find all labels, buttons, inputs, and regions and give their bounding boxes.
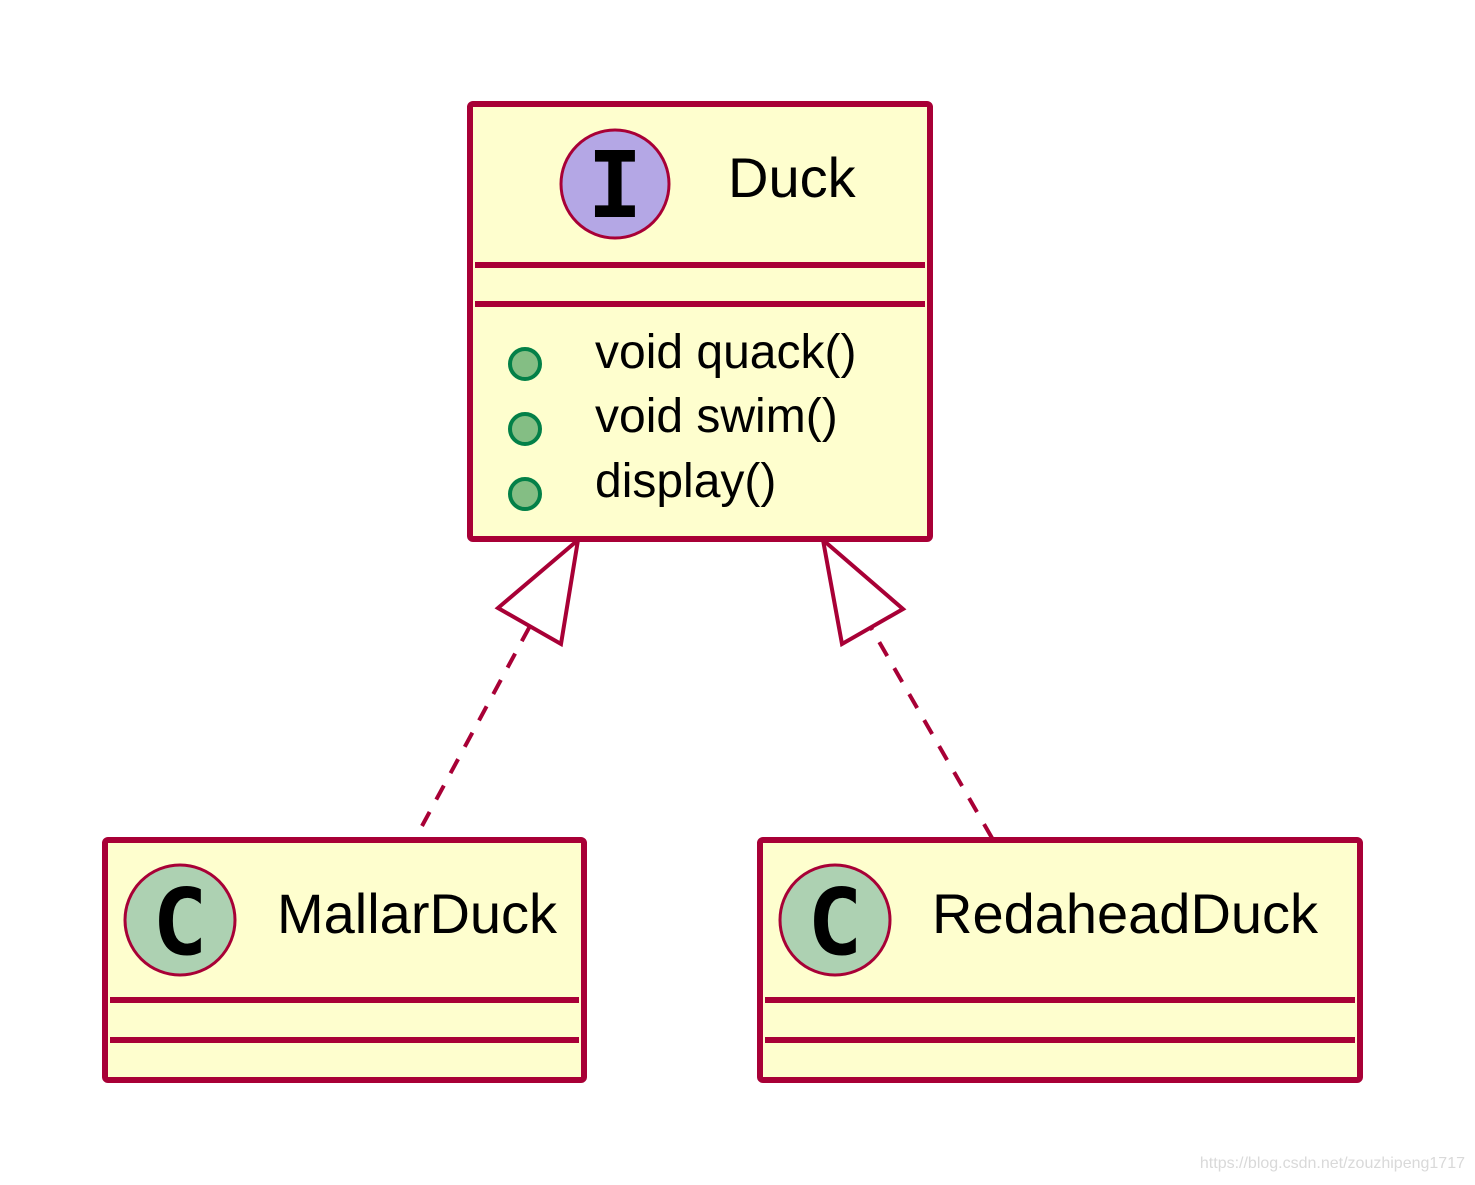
class-mallarduck[interactable]: C MallarDuck xyxy=(102,837,587,1083)
class-badge-letter: C xyxy=(152,869,207,976)
class-name: MallarDuck xyxy=(277,882,558,945)
class-box xyxy=(757,837,1363,1083)
public-method-icon xyxy=(508,477,542,511)
class-redaheadduck[interactable]: C RedaheadDuck xyxy=(757,837,1363,1083)
class-badge-letter: C xyxy=(807,869,862,976)
realization-edge-mallarduck xyxy=(420,534,581,827)
watermark: https://blog.csdn.net/zouzhipeng1717 xyxy=(1199,1155,1465,1172)
method-label: display() xyxy=(595,455,776,508)
class-name: RedaheadDuck xyxy=(932,882,1319,945)
interface-badge-icon xyxy=(559,128,671,240)
method-item: display() xyxy=(508,455,776,511)
method-item: void swim() xyxy=(508,390,838,446)
public-method-icon xyxy=(508,412,542,446)
interface-badge-letter: I xyxy=(587,132,642,239)
class-badge-icon xyxy=(123,863,237,977)
class-badge-icon xyxy=(778,863,892,977)
method-item: void quack() xyxy=(508,326,856,381)
interface-name: Duck xyxy=(728,146,857,209)
realization-arrowhead xyxy=(820,534,907,648)
method-label: void swim() xyxy=(595,390,838,443)
realization-arrowhead xyxy=(494,534,581,648)
realization-edge-redaheadduck xyxy=(820,534,994,839)
method-label: void quack() xyxy=(595,326,856,379)
public-method-icon xyxy=(508,347,542,381)
interface-duck[interactable]: I Duck void quack() void swim() display(… xyxy=(467,101,933,542)
